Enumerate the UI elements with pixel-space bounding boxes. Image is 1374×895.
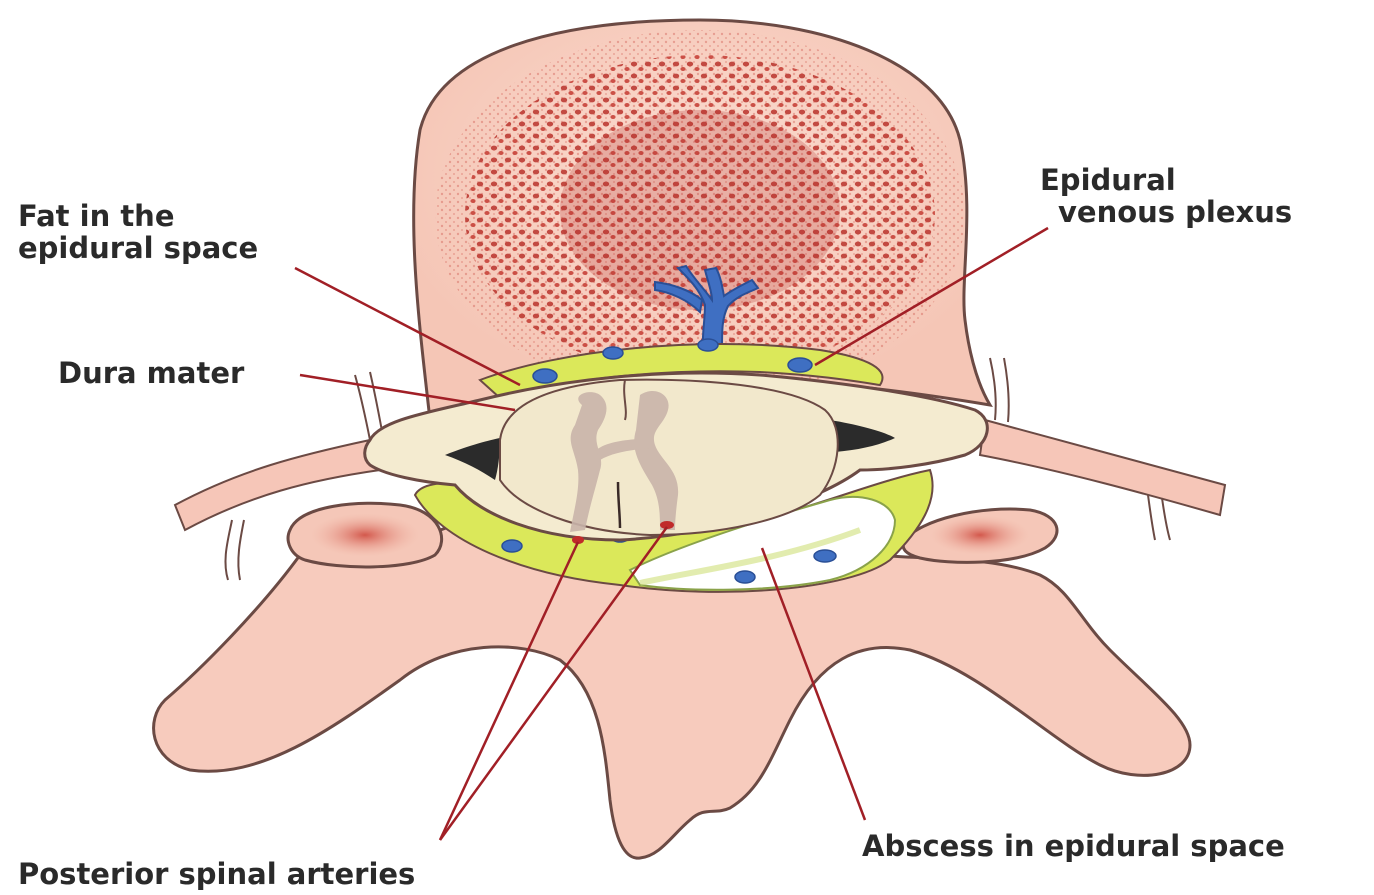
label-venous-line1: Epidural: [1040, 164, 1292, 196]
label-venous-line2: venous plexus: [1058, 196, 1292, 228]
label-epidural-venous-plexus: Epidural venous plexus: [1040, 164, 1292, 228]
label-fat-line2: epidural space: [18, 232, 258, 264]
label-posterior-spinal-arteries: Posterior spinal arteries: [18, 858, 415, 890]
label-abscess: Abscess in epidural space: [862, 830, 1285, 862]
label-fat-epidural-space: Fat in the epidural space: [18, 200, 258, 264]
label-fat-line1: Fat in the: [18, 200, 258, 232]
label-dura-mater: Dura mater: [58, 357, 244, 389]
left-facet: [288, 503, 441, 567]
right-facet: [903, 509, 1057, 562]
